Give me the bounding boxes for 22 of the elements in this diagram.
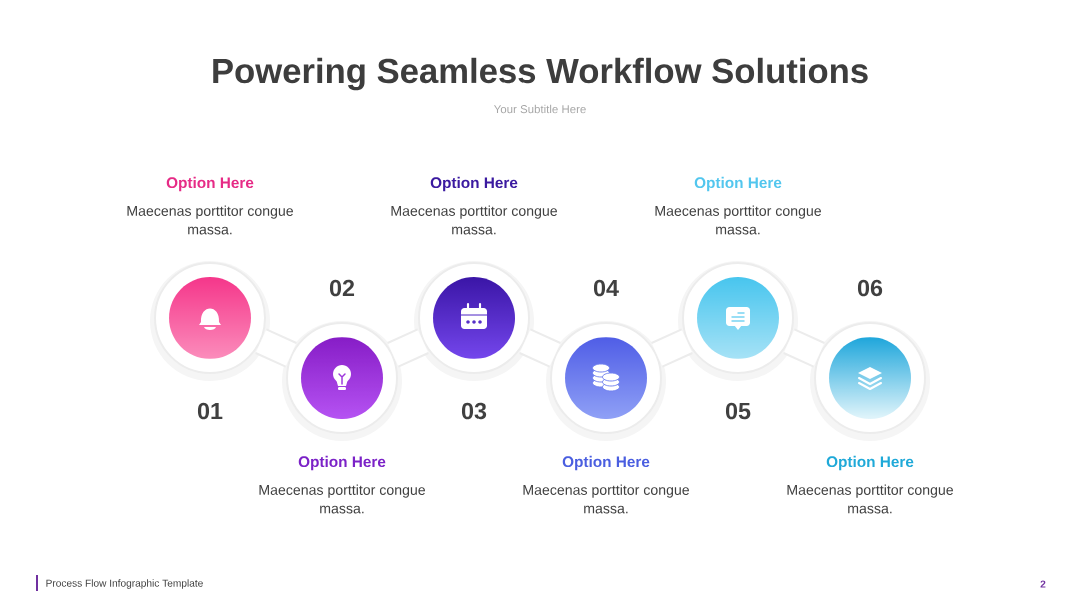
description: Maecenas porttitor congue massa. xyxy=(655,205,821,235)
heading: Option Here xyxy=(562,455,650,471)
page-number: 2 xyxy=(1040,580,1046,588)
description: Maecenas porttitor congue massa. xyxy=(391,205,557,235)
heading: Option Here xyxy=(166,176,254,192)
step-number: 05 xyxy=(725,402,751,420)
step-number: 01 xyxy=(197,402,223,420)
step-number: 02 xyxy=(329,279,355,297)
footer-text: Process Flow Infographic Template xyxy=(46,579,203,589)
heading: Option Here xyxy=(826,455,914,471)
step-number: 03 xyxy=(461,402,487,420)
heading: Option Here xyxy=(430,176,518,192)
subtitle: Your Subtitle Here xyxy=(493,104,586,114)
description: Maecenas porttitor congue massa. xyxy=(787,484,953,514)
description: Maecenas porttitor congue massa. xyxy=(127,205,293,235)
heading: Option Here xyxy=(694,176,782,192)
title: Powering Seamless Workflow Solutions xyxy=(213,57,868,91)
step-number: 04 xyxy=(593,279,619,297)
description: Maecenas porttitor congue massa. xyxy=(259,484,425,514)
description: Maecenas porttitor congue massa. xyxy=(523,484,689,514)
step-number: 06 xyxy=(857,279,883,297)
heading: Option Here xyxy=(298,455,386,471)
